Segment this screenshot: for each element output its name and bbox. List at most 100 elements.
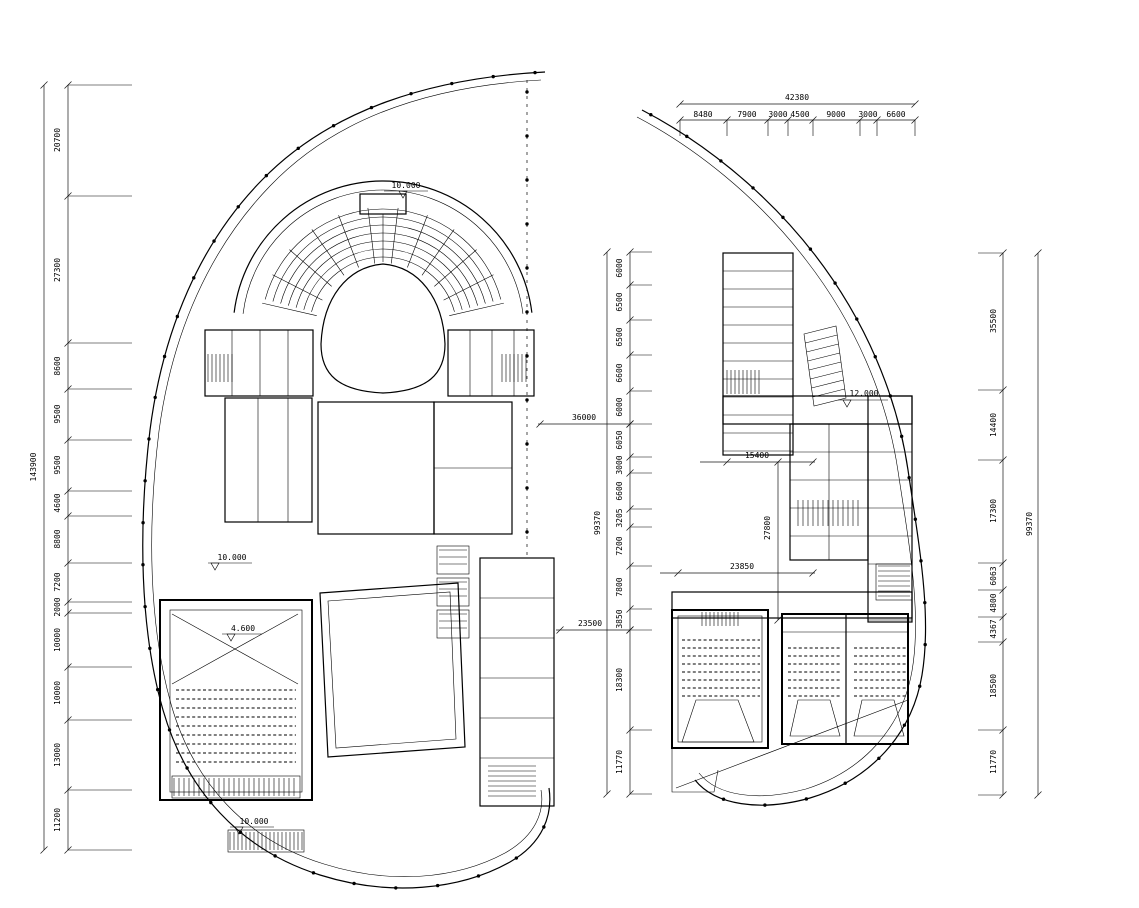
aisle-radial [262,302,317,316]
column-dot [236,205,240,209]
stage-tower [359,193,407,215]
column-dot [514,856,519,860]
tick-slash [809,569,817,577]
dim: 27300 [53,258,62,282]
stair-tread [806,343,839,353]
screen-cone [681,699,755,743]
aisle-radial [407,215,428,268]
diagonal-stair [803,325,847,407]
column-dot [525,354,529,358]
column-dot [311,871,316,875]
tick-slash [40,846,48,854]
mid-rooms [224,397,513,535]
right-plan-mid [671,395,913,623]
column-dot [369,105,374,110]
dim: 11200 [53,808,62,832]
dim: 7200 [615,536,624,555]
column-dot [143,604,147,609]
column-dot [833,281,837,285]
elevation-label: 10.000 [240,817,269,826]
main-theater [159,599,313,801]
room-block [204,329,314,397]
hall-outline [319,582,466,758]
level-triangle-icon [398,190,408,199]
level-triangle-icon [842,399,852,408]
column-dot [394,886,398,890]
tick-slash [626,626,634,634]
column-dot [525,266,529,270]
dim: 14400 [989,413,998,437]
aisle-radial [421,229,455,276]
column-dot [209,800,213,805]
dim: 13000 [53,743,62,767]
theater-walls [159,599,313,801]
stair-tread [810,370,843,380]
column-dot [525,178,529,182]
dim-lower-width: 23500 [578,619,602,628]
lobby-band [671,591,913,619]
dim: 6600 [615,363,624,382]
column-dot [192,276,196,280]
column-dot [273,854,277,858]
column-dot [525,530,529,534]
right-plan-upper [722,252,913,456]
dim: 9500 [53,455,62,474]
dim: 11770 [615,750,624,774]
column-dot [542,825,546,829]
tier-arc [242,189,524,314]
right-inner-wall [636,116,916,797]
column-dot [877,756,881,761]
dim-right-lower: 23850 [730,562,754,571]
dim: 3205 [615,508,624,527]
dim: 6000 [615,397,624,416]
column-dot [907,475,911,480]
column-dot [525,486,529,490]
dim: 7900 [737,110,756,119]
column-dot [331,124,336,128]
stair-trio [436,545,470,639]
room [224,397,313,523]
tick-slash [40,81,48,89]
cinema-1 [671,609,769,749]
seating-rows [854,647,906,697]
column-dot [919,559,923,563]
elevation-label: 10.000 [392,181,421,190]
tick-slash [723,458,731,466]
aisle-radial [390,207,399,264]
column-dot [899,434,904,439]
truss-diagonal [171,613,299,685]
tick-slash [536,420,544,428]
column-dot [167,728,172,732]
left-outer-wall [142,71,551,889]
dim: 7800 [615,577,624,596]
tick-slash [809,458,817,466]
dim-total: 99370 [1025,512,1034,536]
amphitheater-stage [320,193,446,394]
dim: 10000 [53,681,62,705]
level-triangle-icon [226,633,236,642]
dim-total: 99370 [593,511,602,535]
aisle-radial [367,207,376,264]
elevation-label: 12.000 [850,389,879,398]
elevation-label: 10.000 [218,553,247,562]
column-dot [719,159,723,163]
dim: 6600 [615,481,624,500]
column-dot [153,395,157,400]
column-dot [141,563,145,567]
column-dot [491,74,495,79]
aisle-radial [338,215,359,268]
column-dot [649,112,653,117]
column-dot [162,354,167,359]
room-corridor [722,252,794,456]
column-dot [525,222,529,226]
dim: 6500 [615,292,624,311]
aisle-radial [289,249,332,287]
dim: 10000 [53,628,62,652]
column-dot [781,215,785,220]
projection-hatch [701,612,739,626]
dim: 9500 [53,404,62,423]
aisle-radial [311,229,345,276]
column-dot [141,521,145,525]
column-dot [913,517,918,521]
